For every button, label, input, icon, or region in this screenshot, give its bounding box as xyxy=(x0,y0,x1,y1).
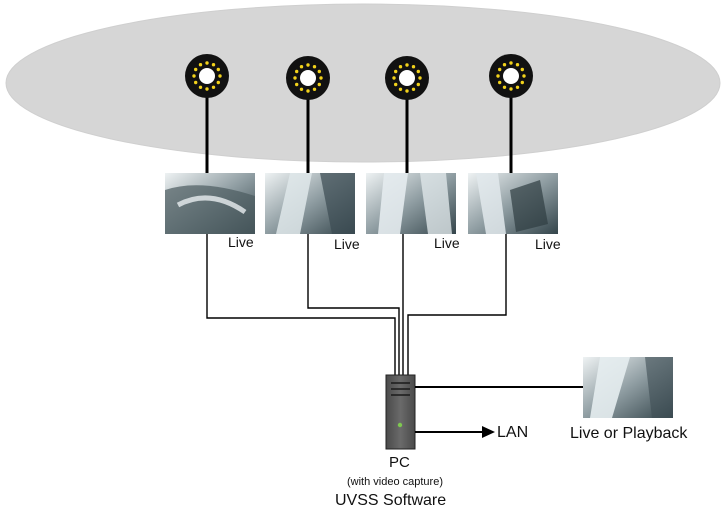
led-ring xyxy=(192,61,222,91)
vehicle-body xyxy=(5,3,721,163)
playback-thumbnail xyxy=(583,357,673,418)
lan-label: LAN xyxy=(497,424,529,441)
camera-lens xyxy=(300,70,316,86)
video-thumbnail-4 xyxy=(468,173,558,234)
camera-1-live-label: Live xyxy=(228,234,254,250)
led-ring xyxy=(496,61,526,91)
led-ring xyxy=(392,63,422,93)
cable-camera-4 xyxy=(407,234,507,375)
pc-software-label: UVSS Software xyxy=(335,492,447,509)
camera-lens xyxy=(199,68,215,84)
camera-4 xyxy=(489,54,533,173)
video-thumbnail-3 xyxy=(366,173,456,234)
camera-3 xyxy=(385,56,429,173)
pc-title: PC xyxy=(389,454,410,471)
led-ring xyxy=(293,63,323,93)
camera-lens xyxy=(503,68,519,84)
video-thumbnail-1 xyxy=(165,173,255,234)
cable-camera-2 xyxy=(307,234,400,375)
monitor-label: Live or Playback xyxy=(570,425,688,442)
lan-arrow-head xyxy=(482,426,495,438)
camera-lens xyxy=(399,70,415,86)
cable-camera-1 xyxy=(206,234,396,375)
pc-tower xyxy=(385,374,416,450)
pc-subtitle: (with video capture) xyxy=(347,476,443,488)
power-light xyxy=(397,422,403,428)
camera-4-live-label: Live xyxy=(535,236,561,252)
camera-3-live-label: Live xyxy=(434,235,460,251)
camera-2 xyxy=(286,56,330,173)
camera-2-live-label: Live xyxy=(334,236,360,252)
video-thumbnail-2 xyxy=(265,173,355,234)
camera-1 xyxy=(185,54,229,173)
